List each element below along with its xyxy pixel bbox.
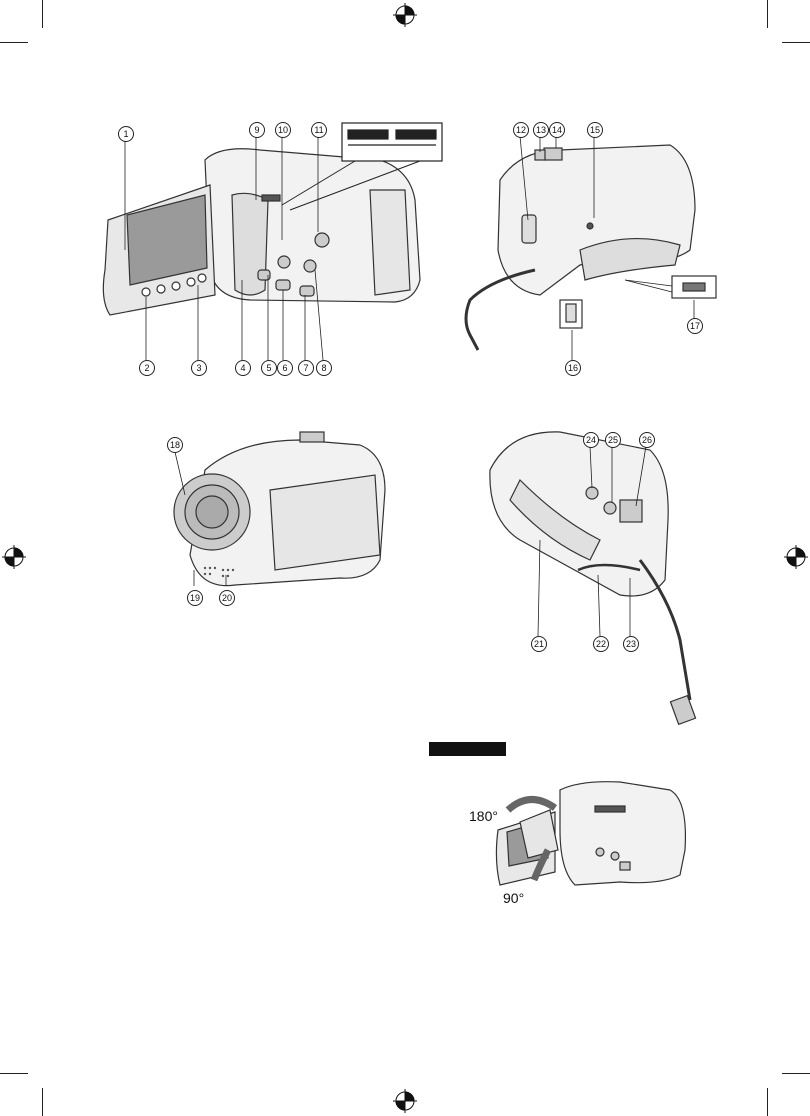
camcorder-lcd-rotate-drawing: [495, 781, 687, 886]
callout-16: 16: [565, 360, 581, 376]
callout-3: 3: [191, 360, 207, 376]
callout-7: 7: [298, 360, 314, 376]
crop-mark: [0, 42, 28, 43]
callout-18: 18: [167, 437, 183, 453]
camcorder-front-drawing: [173, 431, 386, 587]
angle-90-label: 90°: [503, 890, 525, 906]
callout-24: 24: [583, 432, 599, 448]
camcorder-bottom-drawing: [489, 431, 697, 726]
callout-22: 22: [593, 636, 609, 652]
callout-1: 1: [118, 126, 134, 142]
card-slot-inset: [341, 122, 443, 162]
callout-23: 23: [623, 636, 639, 652]
registration-mark-left: [2, 545, 26, 569]
crop-mark: [0, 1073, 28, 1074]
callout-8: 8: [316, 360, 332, 376]
callout-19: 19: [187, 590, 203, 606]
crop-mark: [42, 0, 43, 28]
callout-9: 9: [249, 122, 265, 138]
callout-15: 15: [587, 122, 603, 138]
crop-mark: [42, 1088, 43, 1116]
angle-180-label: 180°: [469, 808, 498, 824]
section-heading-bar: [429, 742, 506, 756]
callout-26: 26: [639, 432, 655, 448]
registration-mark-right: [784, 545, 808, 569]
crop-mark: [782, 1073, 810, 1074]
crop-mark: [782, 42, 810, 43]
callout-10: 10: [275, 122, 291, 138]
crop-mark: [767, 1088, 768, 1116]
callout-2: 2: [139, 360, 155, 376]
registration-mark-bottom: [393, 1089, 417, 1113]
crop-mark: [767, 0, 768, 28]
callout-5: 5: [261, 360, 277, 376]
callout-17: 17: [687, 318, 703, 334]
registration-mark-top: [393, 3, 417, 27]
callout-25: 25: [605, 432, 621, 448]
camcorder-lcd-open-drawing: [102, 148, 421, 316]
callout-4: 4: [235, 360, 251, 376]
camcorder-side-drawing: [464, 144, 717, 351]
callout-11: 11: [311, 122, 327, 138]
callout-20: 20: [219, 590, 235, 606]
callout-21: 21: [531, 636, 547, 652]
callout-12: 12: [513, 122, 529, 138]
callout-6: 6: [277, 360, 293, 376]
callout-13: 13: [533, 122, 549, 138]
callout-14: 14: [549, 122, 565, 138]
